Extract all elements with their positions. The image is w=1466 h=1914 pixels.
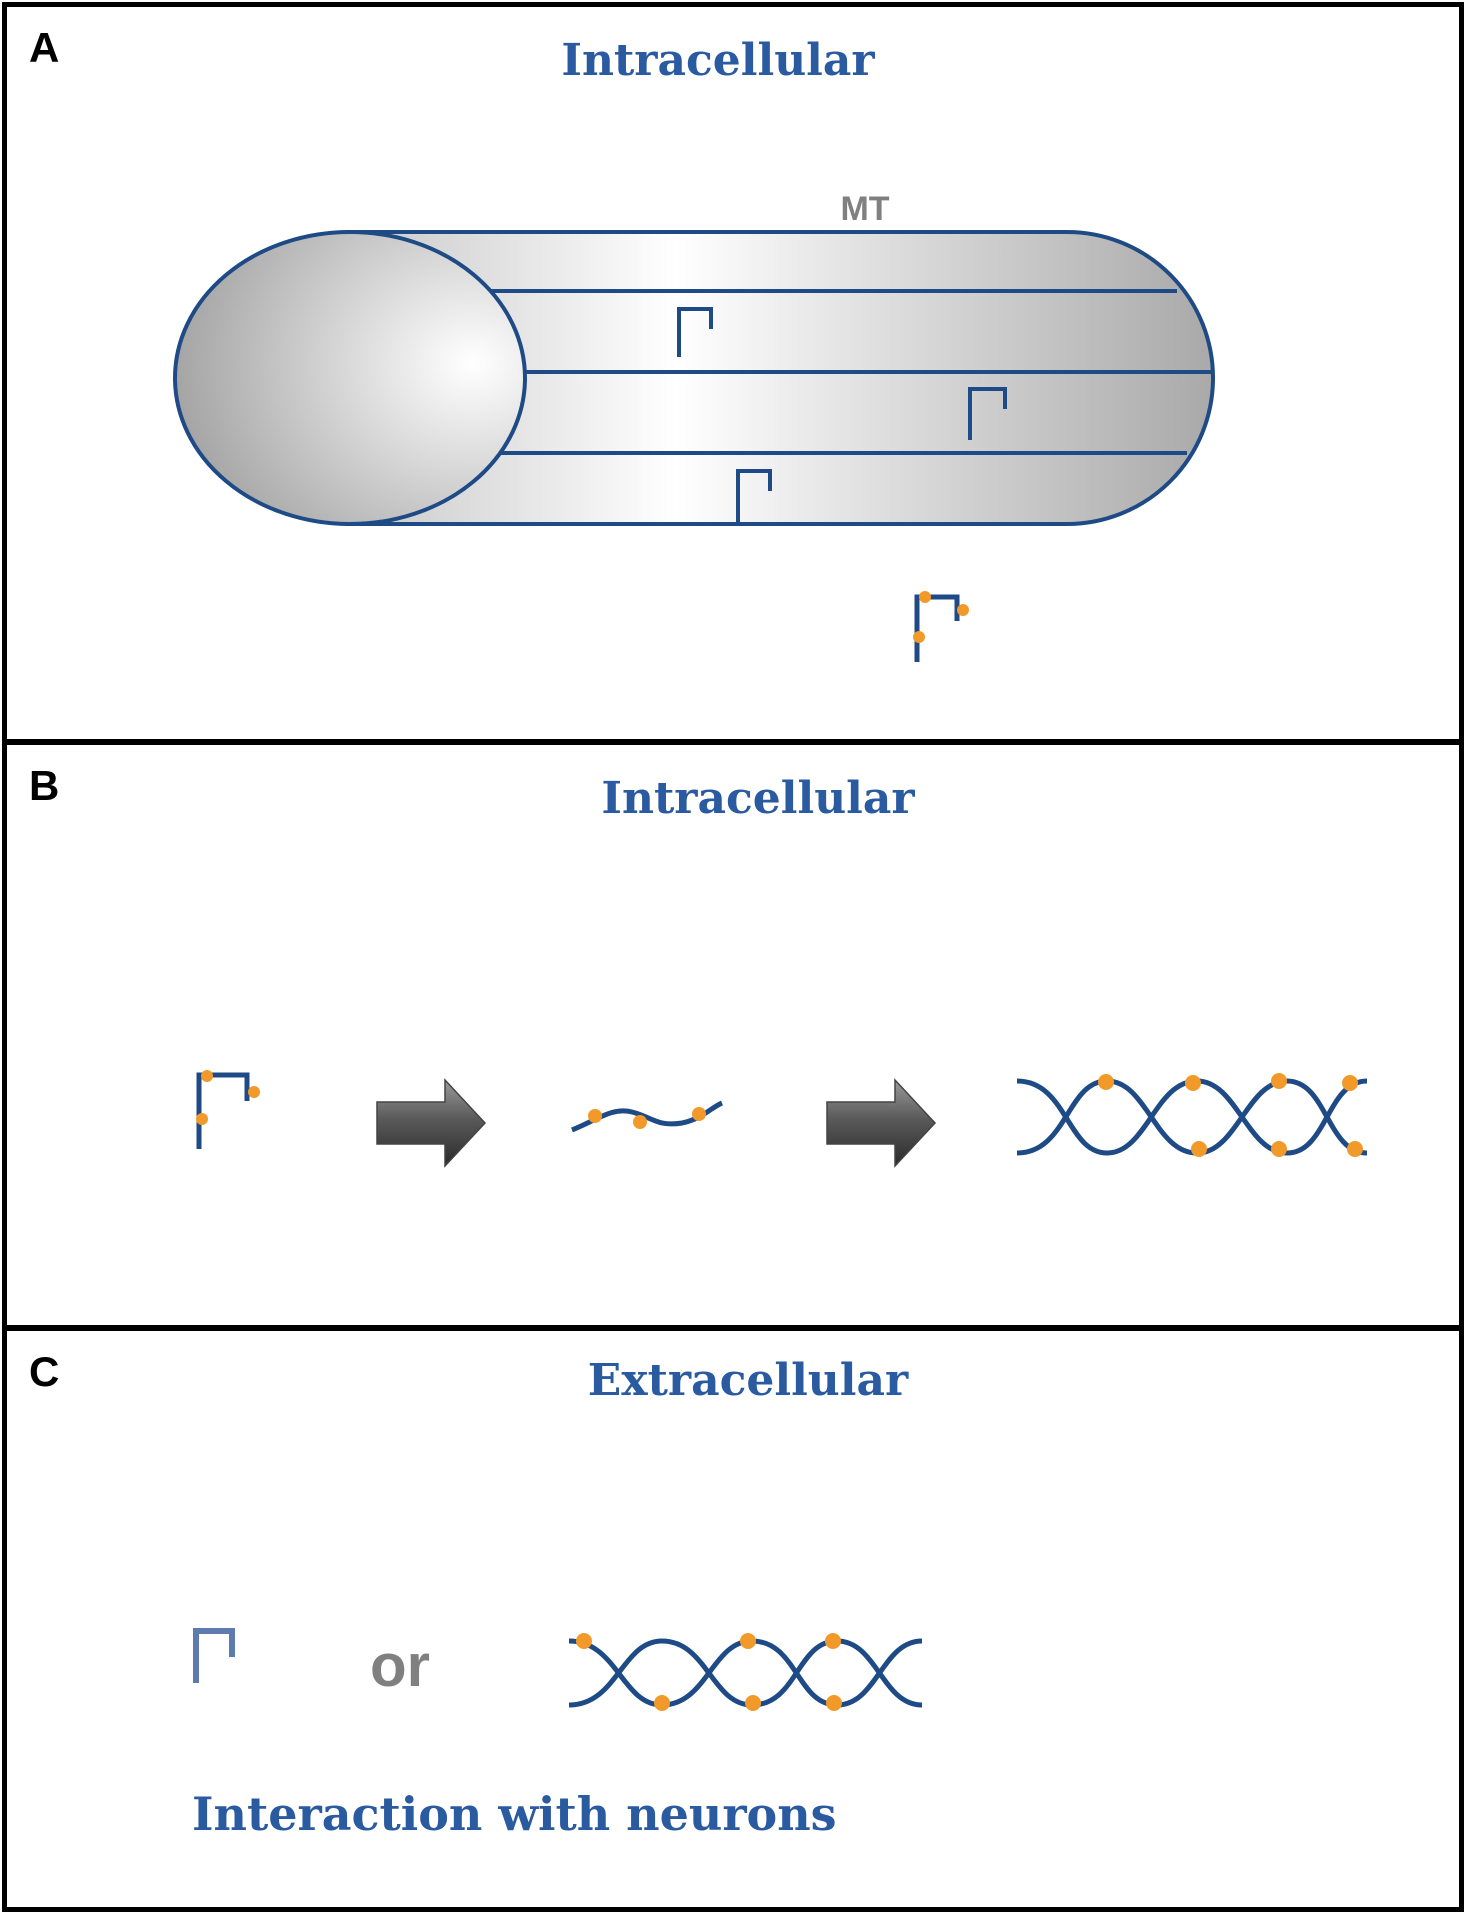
phosphate-dot [919, 591, 931, 603]
interaction-caption: Interaction with neurons [192, 1787, 837, 1841]
phosphorylated-tau [914, 594, 960, 662]
or-label: or [370, 1632, 430, 1699]
tau-molecule-bound [677, 307, 713, 357]
panel-letter-b: B [29, 762, 60, 809]
tau-molecule-bound [736, 469, 772, 522]
phosphate-dot [196, 1113, 208, 1125]
phosphate-dot [825, 1633, 841, 1649]
phosphate-dot [745, 1695, 761, 1711]
phosphate-dot [740, 1633, 756, 1649]
panel-a-title: Intracellular [561, 35, 875, 86]
phosphorylated-tau [196, 1072, 250, 1149]
phosphate-dot [1271, 1073, 1287, 1089]
panel-c: C Extracellular or Interaction with neur… [2, 1326, 1464, 1912]
panel-letter-a: A [29, 24, 60, 71]
mt-label: MT [840, 190, 889, 228]
arrow-icon [826, 1078, 937, 1168]
tau-molecule-bound [968, 387, 1007, 440]
phosphate-dot [1098, 1074, 1114, 1090]
phosphate-dot [913, 631, 925, 643]
phosphate-dot [957, 604, 969, 616]
phosphate-dot [248, 1086, 260, 1098]
filament-strand [1016, 1078, 1368, 1156]
arrow-icon [376, 1078, 487, 1168]
aggregation-pathway-diagram [196, 1070, 1368, 1168]
panel-c-title: Extracellular [587, 1355, 909, 1406]
phosphate-dot [1185, 1075, 1201, 1091]
filament-strand [568, 1638, 923, 1708]
phosphate-dot [1191, 1141, 1207, 1157]
phosphate-dot [588, 1109, 602, 1123]
panel-a: A Intracellular MT [2, 2, 1464, 744]
phosphate-dot [654, 1695, 670, 1711]
tau-monomer [193, 1628, 235, 1683]
phosphate-dot [633, 1115, 647, 1129]
panel-b: B Intracellular [2, 740, 1464, 1330]
phosphate-dot [576, 1633, 592, 1649]
panel-letter-c: C [29, 1348, 60, 1395]
filament-strand [568, 1638, 923, 1708]
filament-strand [1016, 1078, 1368, 1156]
phosphate-dot [692, 1107, 706, 1121]
phosphate-dot [1347, 1141, 1363, 1157]
neuron-microtubule-diagram: MT [173, 190, 1215, 662]
phosphate-dot [1342, 1075, 1358, 1091]
phosphate-dot [826, 1695, 842, 1711]
phosphate-dot [1271, 1141, 1287, 1157]
phosphate-dot [201, 1070, 213, 1082]
cell-body [173, 230, 527, 526]
extracellular-species-diagram: or [193, 1628, 923, 1711]
panel-b-title: Intracellular [601, 773, 915, 824]
